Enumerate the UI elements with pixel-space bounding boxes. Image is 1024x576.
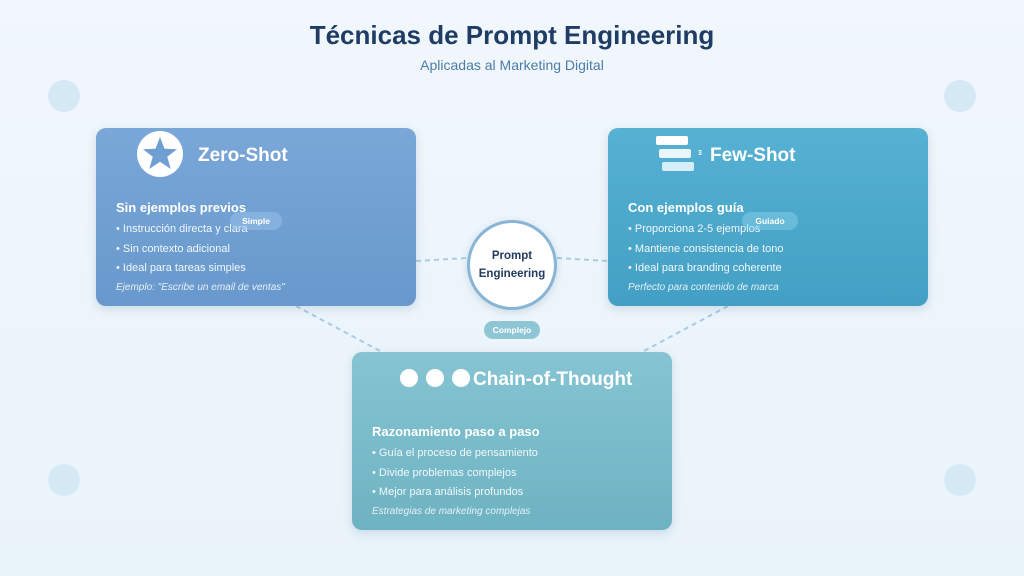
connector-label-guiado: Guiado (742, 212, 798, 230)
connector-line-few-to-cot (641, 305, 729, 353)
few-shot-card: 3 Few-Shot Con ejemplos guía • Proporcio… (608, 128, 928, 306)
zero-shot-title: Zero-Shot (198, 145, 288, 166)
decorative-circle (48, 80, 80, 112)
decorative-circle (48, 464, 80, 496)
list-item: • Proporciona 2-5 ejemplos (628, 223, 761, 235)
list-item: • Guía el proceso de pensamiento (372, 447, 538, 459)
zero-shot-note: Ejemplo: "Escribe un email de ventas" (116, 282, 285, 293)
few-shot-title: Few-Shot (710, 145, 796, 166)
stacked-examples-icon (656, 136, 696, 174)
chain-of-thought-card: Chain-of-Thought Razonamiento paso a pas… (352, 352, 672, 530)
zero-shot-heading: Sin ejemplos previos (116, 200, 247, 215)
chain-of-thought-heading: Razonamiento paso a paso (372, 424, 540, 439)
connector-line-zero-shot (415, 257, 468, 262)
list-item: • Ideal para branding coherente (628, 262, 782, 274)
chain-of-thought-note: Estrategias de marketing complejas (372, 506, 531, 517)
chain-of-thought-title: Chain-of-Thought (473, 369, 633, 390)
page-subtitle: Aplicadas al Marketing Digital (420, 57, 604, 73)
star-icon (137, 131, 183, 177)
connector-label-simple: Simple (230, 212, 282, 230)
page-title: Técnicas de Prompt Engineering (309, 20, 715, 50)
connector-label-complejo: Complejo (484, 321, 540, 339)
few-shot-list: • Proporciona 2-5 ejemplos • Mantiene co… (628, 220, 784, 279)
list-item: • Mejor para análisis profundos (372, 486, 524, 498)
central-hub: Prompt Engineering (467, 220, 557, 310)
list-item: • Sin contexto adicional (116, 242, 230, 255)
example-count-badge: 3 (698, 150, 702, 157)
decorative-circle (944, 80, 976, 112)
chain-of-thought-list: • Guía el proceso de pensamiento • Divid… (372, 444, 538, 503)
list-item: • Mantiene consistencia de tono (628, 242, 784, 255)
list-item: • Instrucción directa y clara (116, 223, 248, 235)
few-shot-heading: Con ejemplos guía (628, 200, 744, 215)
hub-line-1: Prompt (491, 250, 533, 262)
few-shot-note: Perfecto para contenido de marca (628, 282, 779, 293)
decorative-circle (944, 464, 976, 496)
connector-line-zero-to-cot (295, 305, 383, 353)
zero-shot-list: • Instrucción directa y clara • Sin cont… (116, 220, 248, 279)
zero-shot-card: Zero-Shot Sin ejemplos previos • Instruc… (96, 128, 416, 306)
list-item: • Divide problemas complejos (372, 466, 517, 479)
hub-line-2: Engineering (478, 268, 546, 280)
list-item: • Ideal para tareas simples (116, 262, 246, 274)
connector-line-few-shot (556, 257, 609, 262)
